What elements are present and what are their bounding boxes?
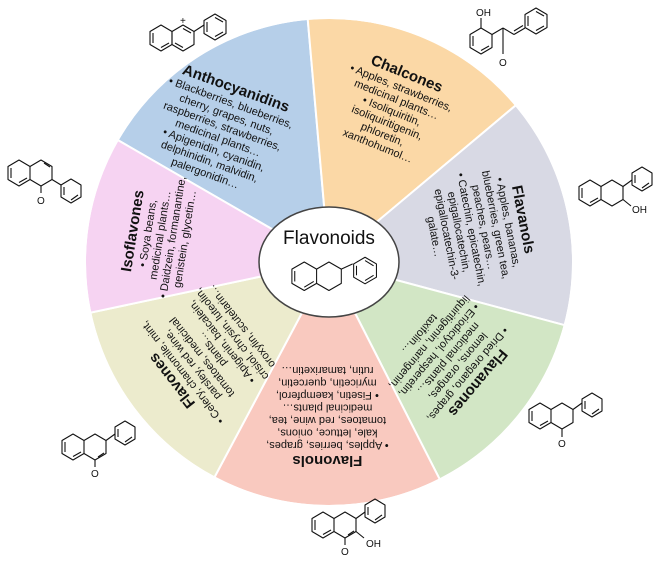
flavanol-structure: OH bbox=[578, 166, 653, 216]
sector-line-flavonols: kale, lettuce, onions, bbox=[277, 427, 377, 439]
isoflavone-carbonyl: O bbox=[37, 196, 45, 207]
sector-line-flavonols: • Fisetin, kaempferol, bbox=[276, 389, 379, 401]
chalcone-carbonyl: O bbox=[499, 58, 507, 69]
center-hub: Flavonoids bbox=[258, 206, 400, 318]
flavanol-hydroxyl: OH bbox=[632, 205, 647, 216]
flavanone-structure: O bbox=[528, 392, 603, 450]
wheel-outline bbox=[84, 17, 574, 507]
flavone-carbonyl: O bbox=[91, 469, 99, 480]
center-title: Flavonoids bbox=[283, 228, 375, 249]
flavan-core-structure bbox=[291, 256, 377, 292]
chalcone-hydroxyl: OH bbox=[476, 8, 491, 19]
sector-line-flavonols: • Apples, berries, grapes, bbox=[266, 439, 388, 451]
flavone-structure: O bbox=[61, 420, 136, 480]
anthocyanidin-charge: + bbox=[180, 16, 186, 27]
flavonol-structure: O OH bbox=[311, 498, 386, 558]
sector-line-flavonols: medicinal plants… bbox=[282, 402, 372, 414]
sector-label-flavanols: Flavanols• Apples, bananas,blueberries, … bbox=[424, 170, 538, 288]
isoflavone-structure: O bbox=[7, 159, 82, 207]
flavanone-carbonyl: O bbox=[558, 439, 566, 450]
flavonol-hydroxyl: OH bbox=[366, 539, 381, 550]
sector-line-flavonols: rutin, tamarixetin… bbox=[281, 364, 373, 376]
sector-line-flavonols: tomatoes, red wine, tea, bbox=[269, 414, 386, 426]
flavonol-carbonyl: O bbox=[341, 547, 349, 558]
sector-title-flavonols: Flavonols bbox=[292, 452, 362, 469]
chalcone-structure: OH O bbox=[469, 7, 548, 69]
sector-line-flavonols: myricetin, quercetin, bbox=[278, 377, 376, 389]
anthocyanidin-structure: + bbox=[149, 13, 227, 52]
sector-label-flavonols: Flavonols• Apples, berries, grapes,kale,… bbox=[266, 364, 388, 469]
